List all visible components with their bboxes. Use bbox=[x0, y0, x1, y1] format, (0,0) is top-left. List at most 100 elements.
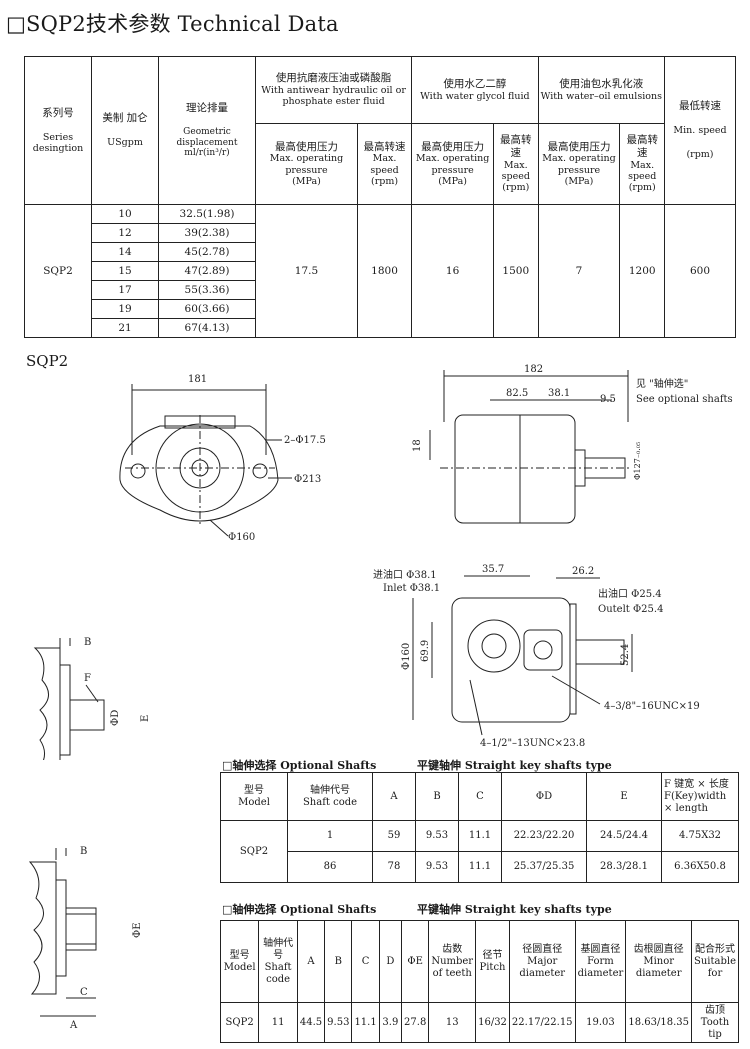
disp-cell: 60(3.66) bbox=[158, 299, 256, 319]
inlet-label-en: Inlet Φ38.1 bbox=[383, 583, 440, 594]
opt1-E: 24.5/24.4 bbox=[586, 820, 662, 852]
usgpm-cell: 15 bbox=[91, 261, 159, 281]
disp-cell: 67(4.13) bbox=[158, 318, 256, 338]
opt2-A: 44.5 bbox=[296, 1002, 326, 1043]
opt2-model: SQP2 bbox=[219, 1002, 260, 1043]
side-note-en: See optional shafts bbox=[636, 394, 733, 405]
disp-cell: 32.5(1.98) bbox=[158, 204, 256, 224]
usgpm-cell: 17 bbox=[91, 280, 159, 300]
opt1-h-D: ΦD bbox=[501, 772, 587, 821]
opt2-title: □轴伸选择 Optional Shafts 平键轴伸 Straight key … bbox=[222, 903, 612, 916]
opt1-h-E: E bbox=[586, 772, 662, 821]
opt1-A: 78 bbox=[372, 851, 416, 883]
opt2-C: 11.1 bbox=[351, 1002, 380, 1043]
ports-h1-label: Φ160 bbox=[401, 643, 412, 670]
opt2-h-D: D bbox=[378, 920, 403, 1003]
outlet-label-cn: 出油口 Φ25.4 bbox=[598, 587, 662, 600]
side-d3-label: 9.5 bbox=[600, 394, 616, 405]
opt2-pitch: 16/32 bbox=[475, 1002, 510, 1043]
shaft1-F-label: F bbox=[84, 673, 91, 684]
ports-d2-label: 26.2 bbox=[572, 566, 594, 577]
opt1-E: 28.3/28.1 bbox=[586, 851, 662, 883]
ports-h2-label: 69.9 bbox=[420, 640, 431, 662]
shaft-sketch-2: B ΦE C A bbox=[28, 846, 143, 1031]
side-length-label: 182 bbox=[524, 364, 543, 375]
thread1-label: 4–3/8"–16UNC×19 bbox=[604, 701, 700, 712]
disp-cell: 47(2.89) bbox=[158, 261, 256, 281]
shaft2-E-label: ΦE bbox=[132, 923, 143, 939]
opt1-A: 59 bbox=[372, 820, 416, 852]
front-view-drawing: 181 2–Φ17.5 Φ213 Φ160 bbox=[119, 374, 326, 543]
outlet-label-en: Outelt Φ25.4 bbox=[598, 604, 663, 615]
drawings-area: 181 2–Φ17.5 Φ213 Φ160 182 82.5 38.1 9.5 … bbox=[33, 364, 733, 760]
usgpm-cell: 10 bbox=[91, 204, 159, 224]
front-width-label: 181 bbox=[188, 374, 207, 385]
max-pressure-2-value: 16 bbox=[411, 204, 495, 338]
max-speed-3-value: 1200 bbox=[619, 204, 665, 338]
max-pressure-1-value: 17.5 bbox=[255, 204, 358, 338]
opt1-h-A: A bbox=[372, 772, 416, 821]
side-h-label: 18 bbox=[412, 439, 423, 452]
opt1-F: 4.75X32 bbox=[661, 820, 739, 852]
min-speed-value: 600 bbox=[664, 204, 736, 338]
opt1-B: 9.53 bbox=[415, 820, 459, 852]
opt1-C: 11.1 bbox=[458, 820, 502, 852]
opt2-h-B: B bbox=[324, 920, 353, 1003]
thread2-label: 4–1/2"–13UNC×23.8 bbox=[480, 738, 585, 749]
ports-view-drawing: 进油口 Φ38.1 Inlet Φ38.1 35.7 26.2 出油口 Φ25.… bbox=[373, 564, 700, 749]
max-speed-2-value: 1500 bbox=[493, 204, 539, 338]
opt1-D: 22.23/22.20 bbox=[501, 820, 587, 852]
disp-cell: 45(2.78) bbox=[158, 242, 256, 262]
front-bolt-circle-label: Φ213 bbox=[294, 474, 321, 485]
usgpm-cell: 19 bbox=[91, 299, 159, 319]
shaft2-B-label: B bbox=[80, 846, 87, 857]
usgpm-cell: 14 bbox=[91, 242, 159, 262]
opt2-teeth: 13 bbox=[428, 1002, 477, 1043]
inlet-label-cn: 进油口 Φ38.1 bbox=[373, 568, 437, 581]
disp-cell: 39(2.38) bbox=[158, 223, 256, 243]
max-pressure-3-value: 7 bbox=[537, 204, 621, 338]
side-note-cn: 见 "轴伸选" bbox=[636, 377, 688, 390]
opt2-minor: 18.63/18.35 bbox=[625, 1002, 692, 1043]
opt1-D: 25.37/25.35 bbox=[501, 851, 587, 883]
shaft2-C-label: C bbox=[80, 987, 88, 998]
opt2-E: 27.8 bbox=[401, 1002, 430, 1043]
opt1-C: 11.1 bbox=[458, 851, 502, 883]
ports-d1-label: 35.7 bbox=[482, 564, 504, 575]
section-subtitle: SQP2 bbox=[26, 352, 69, 370]
shaft2-A-label: A bbox=[69, 1020, 78, 1031]
disp-cell: 55(3.36) bbox=[158, 280, 256, 300]
shaft1-D-label: ΦD bbox=[110, 710, 121, 726]
opt1-h-B: B bbox=[415, 772, 459, 821]
series-cell: SQP2 bbox=[24, 204, 92, 338]
opt2-h-C: C bbox=[351, 920, 380, 1003]
opt2-D: 3.9 bbox=[378, 1002, 403, 1043]
front-holes-label: 2–Φ17.5 bbox=[284, 435, 326, 446]
shaft1-E-label: E bbox=[140, 715, 151, 722]
opt1-code: 1 bbox=[287, 820, 373, 852]
side-shaft-dia-label: Φ127₋₀.₀₅ bbox=[633, 442, 642, 480]
opt2-major: 22.17/22.15 bbox=[508, 1002, 576, 1043]
opt2-suit: 齿顶 Tooth tip bbox=[691, 1002, 739, 1043]
opt2-form: 19.03 bbox=[574, 1002, 627, 1043]
